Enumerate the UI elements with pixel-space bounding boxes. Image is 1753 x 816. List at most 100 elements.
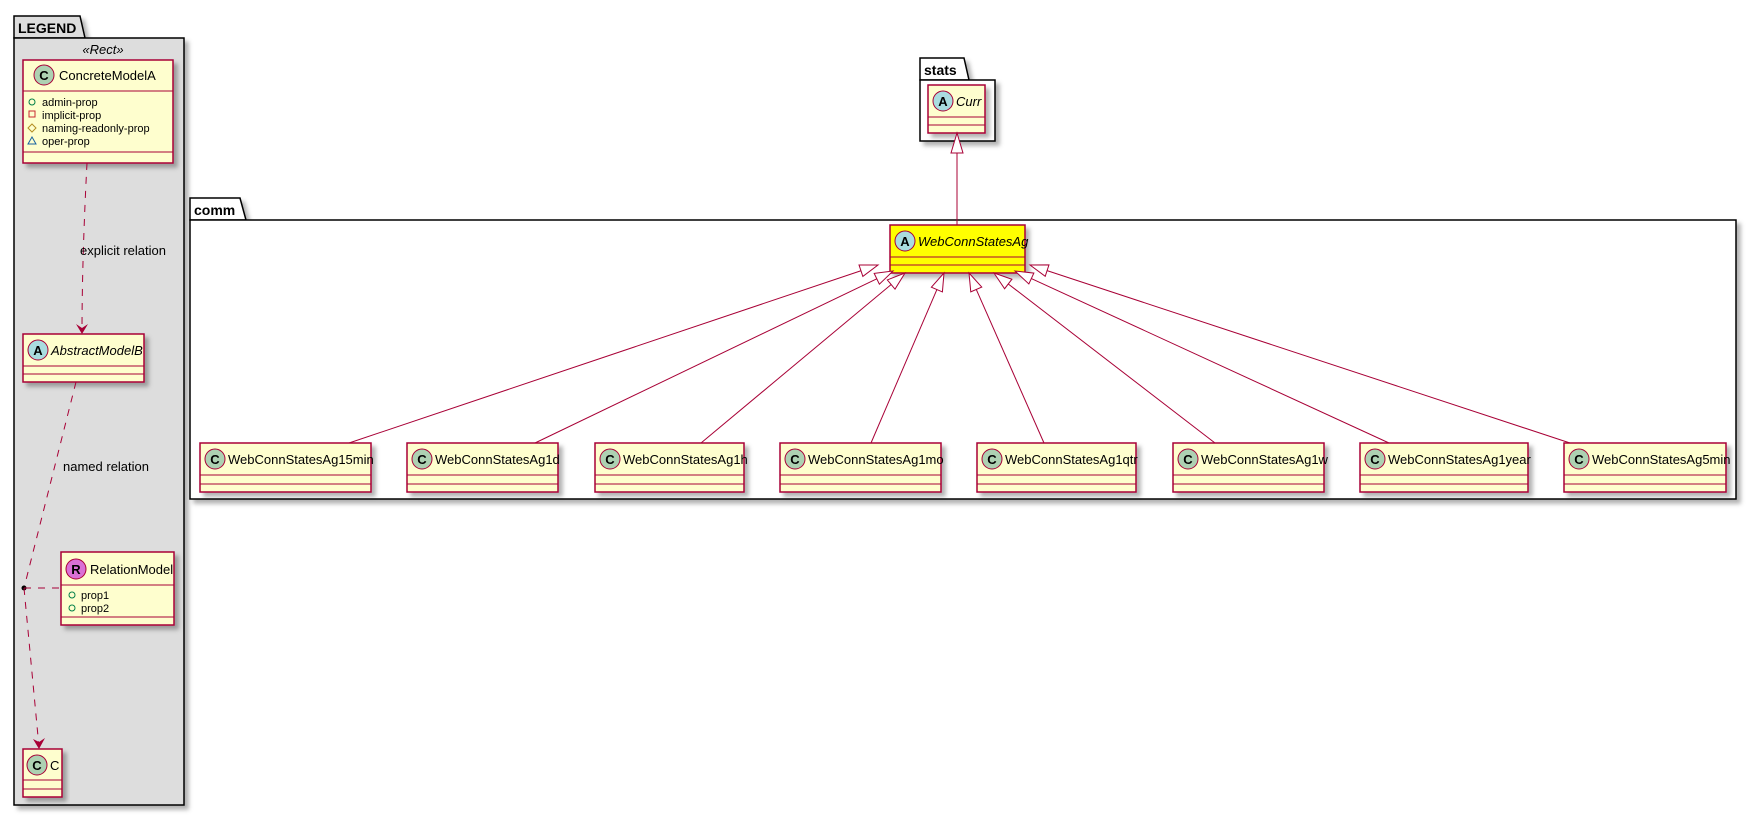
class-name: WebConnStatesAg1year bbox=[1388, 452, 1532, 467]
inheritance-edge bbox=[1031, 278, 1390, 444]
class-name: ConcreteModelA bbox=[59, 68, 156, 83]
inheritance-edge bbox=[975, 289, 1045, 444]
class-c[interactable]: C C bbox=[22, 748, 63, 798]
class-box bbox=[199, 442, 372, 493]
legend-package-title: LEGEND bbox=[18, 20, 76, 36]
class-web-conn-states-ag[interactable]: A WebConnStatesAg bbox=[889, 224, 1029, 274]
prop-oper: oper-prop bbox=[42, 136, 90, 148]
class-box bbox=[594, 442, 745, 493]
abstract-a-icon bbox=[894, 230, 916, 252]
class-webconnstatesag1h[interactable]: C WebConnStatesAg1h bbox=[594, 442, 748, 493]
class-box bbox=[1172, 442, 1325, 493]
stats-package: stats A Curr bbox=[919, 57, 996, 142]
class-box bbox=[976, 442, 1137, 493]
inheritance-arrowhead-icon bbox=[992, 272, 1013, 290]
relation-r-icon bbox=[65, 558, 87, 580]
class-c-icon bbox=[204, 448, 226, 470]
inheritance-arrowhead-icon bbox=[1028, 264, 1050, 278]
inheritance-arrowhead-icon bbox=[950, 131, 964, 154]
class-c-glyph: C bbox=[39, 68, 49, 83]
class-c-icon bbox=[1177, 448, 1199, 470]
inheritance-arrowhead-icon bbox=[886, 271, 907, 290]
class-name: WebConnStatesAg15min bbox=[228, 452, 374, 467]
prop-1: prop1 bbox=[81, 590, 109, 602]
explicit-relation-label: explicit relation bbox=[80, 243, 166, 258]
inheritance-arrowhead-icon bbox=[873, 270, 895, 286]
inheritance-arrowhead-icon bbox=[1013, 270, 1035, 285]
class-name: WebConnStatesAg1mo bbox=[808, 452, 944, 467]
class-name: WebConnStatesAg1d bbox=[435, 452, 560, 467]
class-glyph: C bbox=[32, 758, 42, 773]
legend-stereotype: «Rect» bbox=[82, 42, 123, 57]
prop-implicit: implicit-prop bbox=[42, 110, 101, 122]
class-c-icon bbox=[1568, 448, 1590, 470]
class-name: WebConnStatesAg1w bbox=[1201, 452, 1329, 467]
class-concrete-model-a[interactable]: C ConcreteModelA admin-prop implicit-pro… bbox=[22, 59, 174, 164]
prop-2: prop2 bbox=[81, 603, 109, 615]
class-c-icon bbox=[784, 448, 806, 470]
class-glyph: C bbox=[605, 452, 615, 467]
class-name: WebConnStatesAg5min bbox=[1592, 452, 1731, 467]
class-name: RelationModel bbox=[90, 562, 173, 577]
class-relation-model[interactable]: R RelationModel prop1 prop2 bbox=[60, 551, 175, 626]
class-name: C bbox=[50, 758, 59, 773]
class-glyph: C bbox=[1183, 452, 1193, 467]
package-icon bbox=[27, 135, 37, 145]
class-glyph: C bbox=[790, 452, 800, 467]
class-webconnstatesag1mo[interactable]: C WebConnStatesAg1mo bbox=[779, 442, 944, 493]
private-icon bbox=[28, 110, 36, 118]
class-c-icon bbox=[411, 448, 433, 470]
protected-icon bbox=[27, 123, 37, 133]
relation-glyph: R bbox=[71, 562, 81, 577]
class-glyph: C bbox=[210, 452, 220, 467]
inheritance-edge bbox=[348, 270, 862, 444]
named-relation-label: named relation bbox=[63, 459, 149, 474]
stats-package-title: stats bbox=[924, 62, 957, 78]
class-box bbox=[1563, 442, 1727, 493]
class-name: WebConnStatesAg1qtr bbox=[1005, 452, 1138, 467]
class-glyph: C bbox=[1370, 452, 1380, 467]
class-webconnstatesag15min[interactable]: C WebConnStatesAg15min bbox=[199, 442, 374, 493]
inheritance-edge bbox=[870, 289, 938, 444]
class-name: WebConnStatesAg1h bbox=[623, 452, 748, 467]
class-box bbox=[779, 442, 942, 493]
class-box bbox=[1359, 442, 1529, 493]
prop-naming-readonly: naming-readonly-prop bbox=[42, 123, 150, 135]
prop-admin: admin-prop bbox=[42, 97, 98, 109]
class-curr[interactable]: A Curr bbox=[927, 84, 986, 134]
class-webconnstatesag1qtr[interactable]: C WebConnStatesAg1qtr bbox=[976, 442, 1138, 493]
class-webconnstatesag5min[interactable]: C WebConnStatesAg5min bbox=[1563, 442, 1731, 493]
arrowhead-icon bbox=[33, 738, 45, 749]
public-icon bbox=[28, 98, 36, 106]
class-name: AbstractModelB bbox=[50, 343, 143, 358]
class-webconnstatesag1w[interactable]: C WebConnStatesAg1w bbox=[1172, 442, 1329, 493]
class-webconnstatesag1year[interactable]: C WebConnStatesAg1year bbox=[1359, 442, 1532, 493]
inheritance-arrowhead-icon bbox=[968, 271, 983, 293]
legend-package: LEGEND «Rect» C ConcreteModelA admin-pro… bbox=[13, 15, 185, 806]
inheritance-arrowhead-icon bbox=[930, 271, 945, 293]
explicit-relation-edge bbox=[81, 162, 88, 333]
arrowhead-icon bbox=[76, 324, 88, 334]
public-icon bbox=[68, 591, 76, 599]
class-abstract-model-b[interactable]: A AbstractModelB bbox=[22, 333, 145, 383]
abstract-glyph: A bbox=[938, 94, 948, 109]
class-c-icon bbox=[26, 754, 48, 776]
comm-package-title: comm bbox=[194, 202, 235, 218]
inheritance-edge bbox=[700, 284, 892, 444]
class-c-icon bbox=[599, 448, 621, 470]
inheritance-edge bbox=[1046, 270, 1571, 444]
class-c-icon bbox=[33, 64, 55, 86]
inheritance-edge bbox=[1007, 283, 1216, 444]
class-c-icon bbox=[1364, 448, 1386, 470]
class-box bbox=[406, 442, 559, 493]
abstract-a-icon bbox=[27, 339, 49, 361]
class-glyph: C bbox=[1574, 452, 1584, 467]
inheritance-edge bbox=[534, 278, 877, 444]
class-glyph: C bbox=[987, 452, 997, 467]
public-icon bbox=[68, 604, 76, 612]
abstract-a-icon bbox=[932, 90, 954, 112]
abstract-glyph: A bbox=[33, 343, 43, 358]
